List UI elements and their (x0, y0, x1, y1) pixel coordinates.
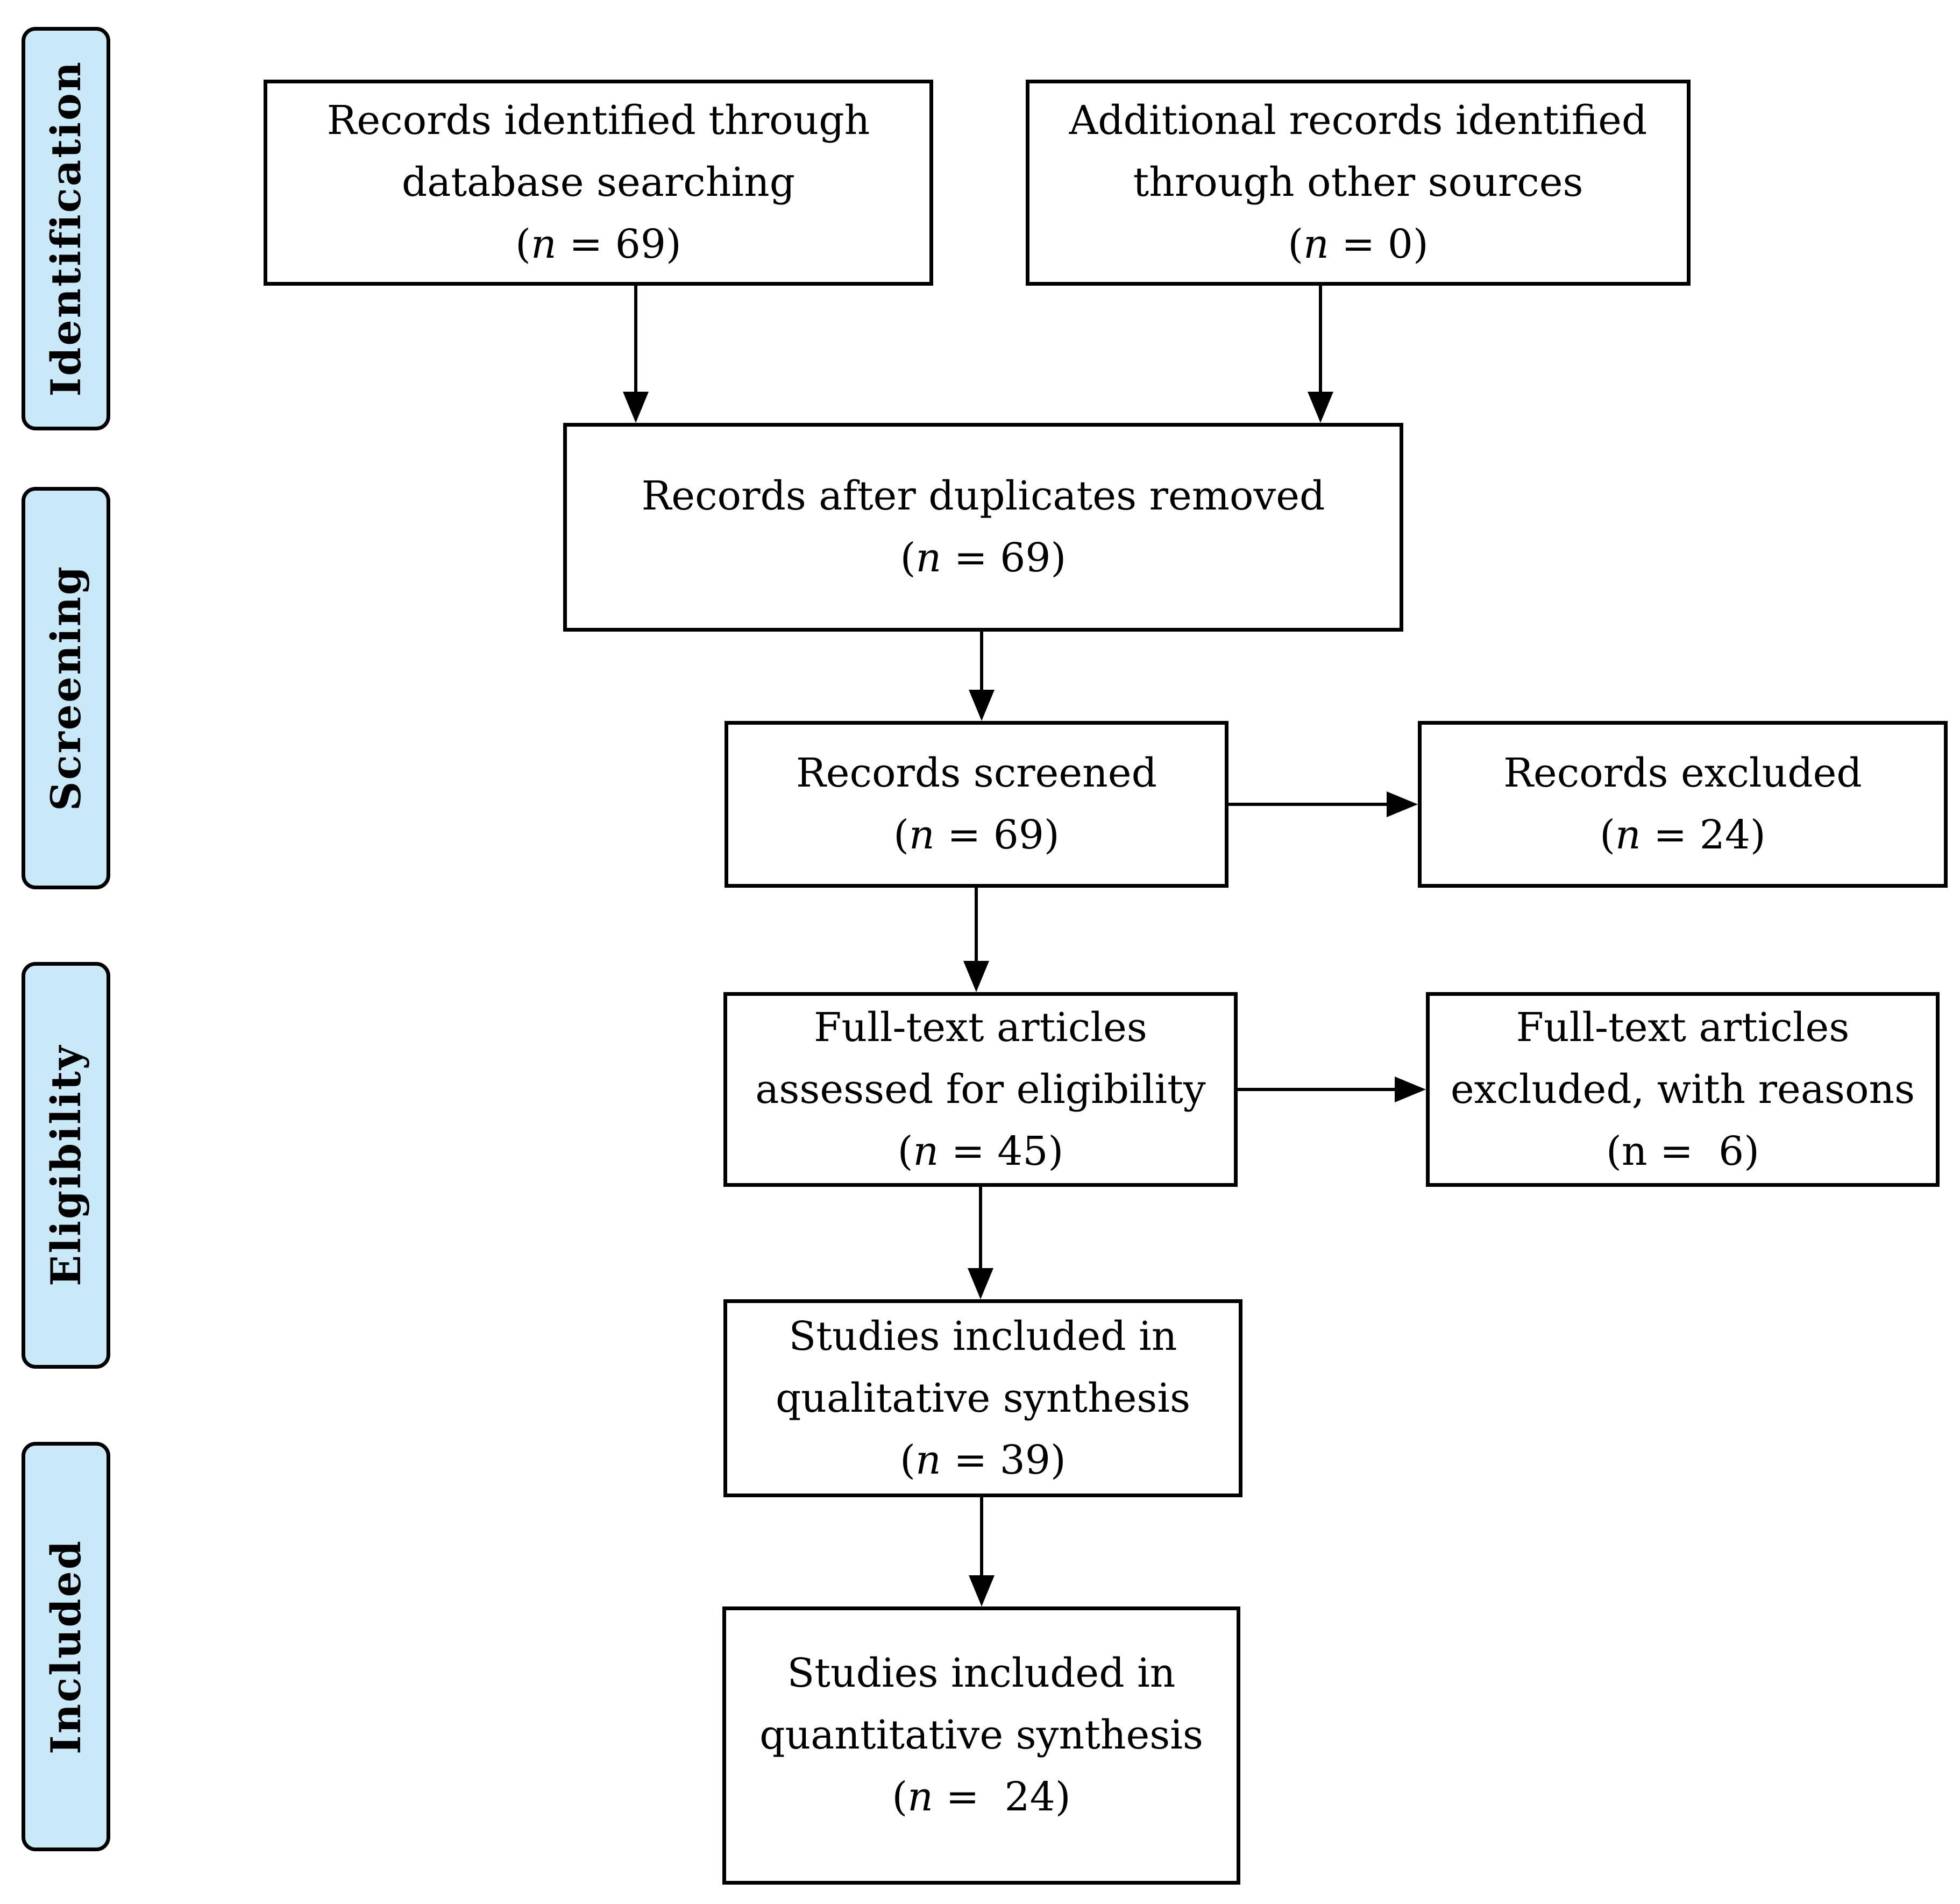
arrow-fulltext-to-qualitative (979, 1187, 982, 1268)
arrowhead-right-icon (1395, 1077, 1426, 1102)
arrow-identified-to-duplicates (634, 286, 637, 392)
box-text-line: quantitative synthesis (759, 1712, 1203, 1758)
stage-label: Eligibility (42, 1044, 90, 1286)
stage-screening: Screening (22, 487, 110, 889)
stage-eligibility: Eligibility (22, 962, 110, 1369)
arrow-screened-to-excluded (1228, 803, 1387, 806)
box-text-line: Records identified through (326, 97, 870, 144)
stage-included: Included (22, 1442, 110, 1851)
arrowhead-down-icon (963, 961, 989, 992)
n-count: (n = 69) (515, 221, 681, 267)
stage-label: Screening (42, 565, 90, 811)
n-count: (n = 24) (1600, 812, 1766, 858)
arrow-additional-to-duplicates (1319, 286, 1322, 392)
box-fulltext-assessed: Full-text articles assessed for eligibil… (723, 992, 1238, 1187)
arrowhead-down-icon (969, 690, 995, 721)
n-count: (n = 69) (893, 812, 1060, 858)
box-text-line: Records screened (796, 750, 1157, 796)
box-duplicates-removed: Records after duplicates removed (n = 69… (563, 423, 1403, 632)
box-text-line: excluded, with reasons (1450, 1066, 1915, 1113)
arrowhead-down-icon (623, 392, 649, 423)
box-text-line: database searching (401, 159, 796, 206)
arrow-fulltext-to-ftexcluded (1238, 1088, 1395, 1091)
box-fulltext-excluded: Full-text articles excluded, with reason… (1426, 992, 1940, 1187)
box-text-line: through other sources (1133, 159, 1583, 206)
box-records-excluded: Records excluded (n = 24) (1418, 721, 1948, 888)
box-text-line: Records excluded (1503, 750, 1862, 796)
stage-identification: Identification (22, 27, 110, 430)
box-text-line: Studies included in (787, 1650, 1176, 1696)
stage-label: Included (42, 1539, 90, 1754)
arrowhead-right-icon (1387, 791, 1418, 817)
arrowhead-down-icon (969, 1575, 995, 1606)
arrow-duplicates-to-screened (980, 632, 983, 690)
box-qualitative-synthesis: Studies included in qualitative synthesi… (723, 1299, 1242, 1497)
box-text-line: Full-text articles (1516, 1004, 1850, 1051)
box-text-line: Additional records identified (1069, 97, 1647, 144)
box-additional-records: Additional records identified through ot… (1026, 80, 1691, 286)
box-text-line: Full-text articles (814, 1004, 1147, 1051)
arrowhead-down-icon (1308, 392, 1333, 423)
n-count: (n = 69) (900, 535, 1067, 581)
stage-label: Identification (42, 60, 90, 397)
arrow-qualitative-to-quantitative (980, 1497, 983, 1575)
n-count: (n = 45) (897, 1128, 1064, 1174)
box-text-line: Studies included in (789, 1313, 1177, 1360)
n-count: (n = 24) (892, 1774, 1071, 1820)
arrow-screened-to-fulltext (975, 888, 978, 961)
box-text-line: qualitative synthesis (775, 1375, 1191, 1421)
n-count: (n = 0) (1288, 221, 1429, 267)
box-records-screened: Records screened (n = 69) (725, 721, 1228, 888)
arrowhead-down-icon (968, 1268, 993, 1299)
n-count: (n = 6) (1606, 1128, 1760, 1174)
box-text-line: assessed for eligibility (755, 1066, 1206, 1113)
box-records-identified: Records identified through database sear… (264, 80, 933, 286)
n-count: (n = 39) (900, 1436, 1066, 1483)
box-text-line: Records after duplicates removed (641, 473, 1325, 519)
box-quantitative-synthesis: Studies included in quantitative synthes… (722, 1606, 1240, 1885)
